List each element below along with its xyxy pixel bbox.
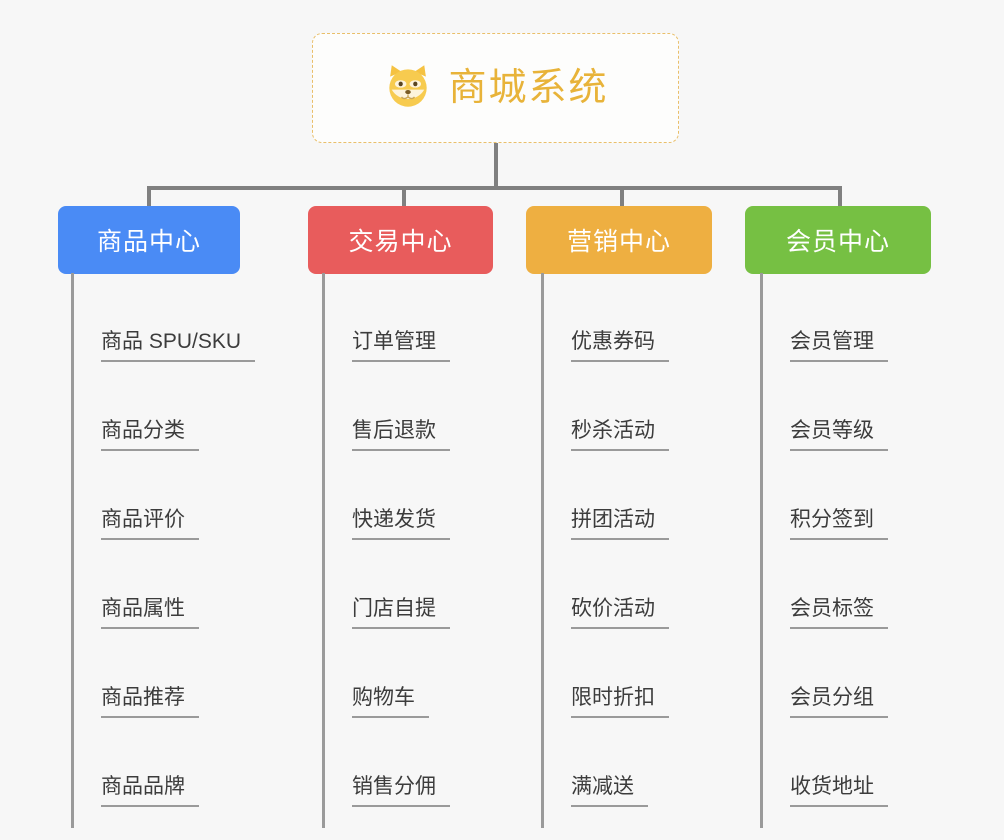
- leaf-item-label: 限时折扣: [571, 686, 669, 718]
- branch-trunk-line: [322, 273, 325, 828]
- leaf-item-label: 砍价活动: [571, 597, 669, 629]
- leaf-item-label: 门店自提: [352, 597, 450, 629]
- leaf-item[interactable]: 会员等级: [760, 362, 892, 451]
- leaf-item[interactable]: 门店自提: [322, 540, 454, 629]
- leaf-item[interactable]: 商品推荐: [71, 629, 203, 718]
- leaf-item-label: 商品评价: [101, 508, 199, 540]
- connector-horizontal-bus: [149, 186, 841, 190]
- root-title: 商城系统: [448, 67, 609, 109]
- leaf-item[interactable]: 会员标签: [760, 540, 892, 629]
- connector-drop-2: [402, 186, 406, 206]
- leaf-item-label: 销售分佣: [352, 775, 450, 807]
- branch-header-1[interactable]: 交易中心: [308, 206, 493, 274]
- leaf-item[interactable]: 限时折扣: [541, 629, 673, 718]
- leaf-item[interactable]: 购物车: [322, 629, 433, 718]
- leaf-item-label: 优惠券码: [571, 330, 669, 362]
- leaf-item[interactable]: 快递发货: [322, 451, 454, 540]
- leaf-item-label: 售后退款: [352, 419, 450, 451]
- leaf-item[interactable]: 商品品牌: [71, 718, 203, 807]
- leaf-item[interactable]: 收货地址: [760, 718, 892, 807]
- leaf-item[interactable]: 商品 SPU/SKU: [71, 273, 259, 362]
- leaf-item-label: 积分签到: [790, 508, 888, 540]
- leaf-item[interactable]: 售后退款: [322, 362, 454, 451]
- leaf-item-label: 秒杀活动: [571, 419, 669, 451]
- branch-header-0[interactable]: 商品中心: [58, 206, 240, 274]
- leaf-item[interactable]: 会员管理: [760, 273, 892, 362]
- branch-trunk-line: [71, 273, 74, 828]
- leaf-item-label: 会员分组: [790, 686, 888, 718]
- leaf-item[interactable]: 优惠券码: [541, 273, 673, 362]
- leaf-item-label: 商品推荐: [101, 686, 199, 718]
- shiba-dog-icon: [382, 62, 434, 114]
- leaf-item-label: 满减送: [571, 775, 648, 807]
- branch-trunk-line: [541, 273, 544, 828]
- leaf-item[interactable]: 秒杀活动: [541, 362, 673, 451]
- leaf-item-label: 购物车: [352, 686, 429, 718]
- leaf-item-label: 商品品牌: [101, 775, 199, 807]
- leaf-item[interactable]: 砍价活动: [541, 540, 673, 629]
- connector-drop-3: [620, 186, 624, 206]
- leaf-item[interactable]: 拼团活动: [541, 451, 673, 540]
- connector-root-stem: [494, 143, 498, 188]
- leaf-item[interactable]: 商品分类: [71, 362, 203, 451]
- leaf-item-label: 快递发货: [352, 508, 450, 540]
- branch-header-2[interactable]: 营销中心: [526, 206, 712, 274]
- branch-header-3[interactable]: 会员中心: [745, 206, 931, 274]
- connector-drop-1: [147, 186, 151, 207]
- root-node[interactable]: 商城系统: [312, 33, 679, 143]
- leaf-item[interactable]: 销售分佣: [322, 718, 454, 807]
- branch-header-label: 交易中心: [348, 228, 453, 256]
- leaf-item[interactable]: 商品属性: [71, 540, 203, 629]
- branch-header-label: 营销中心: [566, 228, 671, 256]
- leaf-item-label: 会员标签: [790, 597, 888, 629]
- leaf-item-label: 拼团活动: [571, 508, 669, 540]
- leaf-item-label: 商品 SPU/SKU: [101, 330, 256, 362]
- leaf-item[interactable]: 订单管理: [322, 273, 454, 362]
- leaf-item[interactable]: 商品评价: [71, 451, 203, 540]
- leaf-item-label: 商品分类: [101, 419, 199, 451]
- leaf-item[interactable]: 满减送: [541, 718, 652, 807]
- leaf-item[interactable]: 会员分组: [760, 629, 892, 718]
- branch-trunk-line: [760, 273, 763, 828]
- leaf-item-label: 会员等级: [790, 419, 888, 451]
- leaf-item-label: 商品属性: [101, 597, 199, 629]
- branch-header-label: 会员中心: [785, 228, 890, 256]
- leaf-item-label: 订单管理: [352, 330, 450, 362]
- leaf-item[interactable]: 积分签到: [760, 451, 892, 540]
- leaf-item-label: 收货地址: [790, 775, 888, 807]
- branch-header-label: 商品中心: [96, 228, 201, 256]
- leaf-item-label: 会员管理: [790, 330, 888, 362]
- connector-drop-4: [838, 186, 842, 206]
